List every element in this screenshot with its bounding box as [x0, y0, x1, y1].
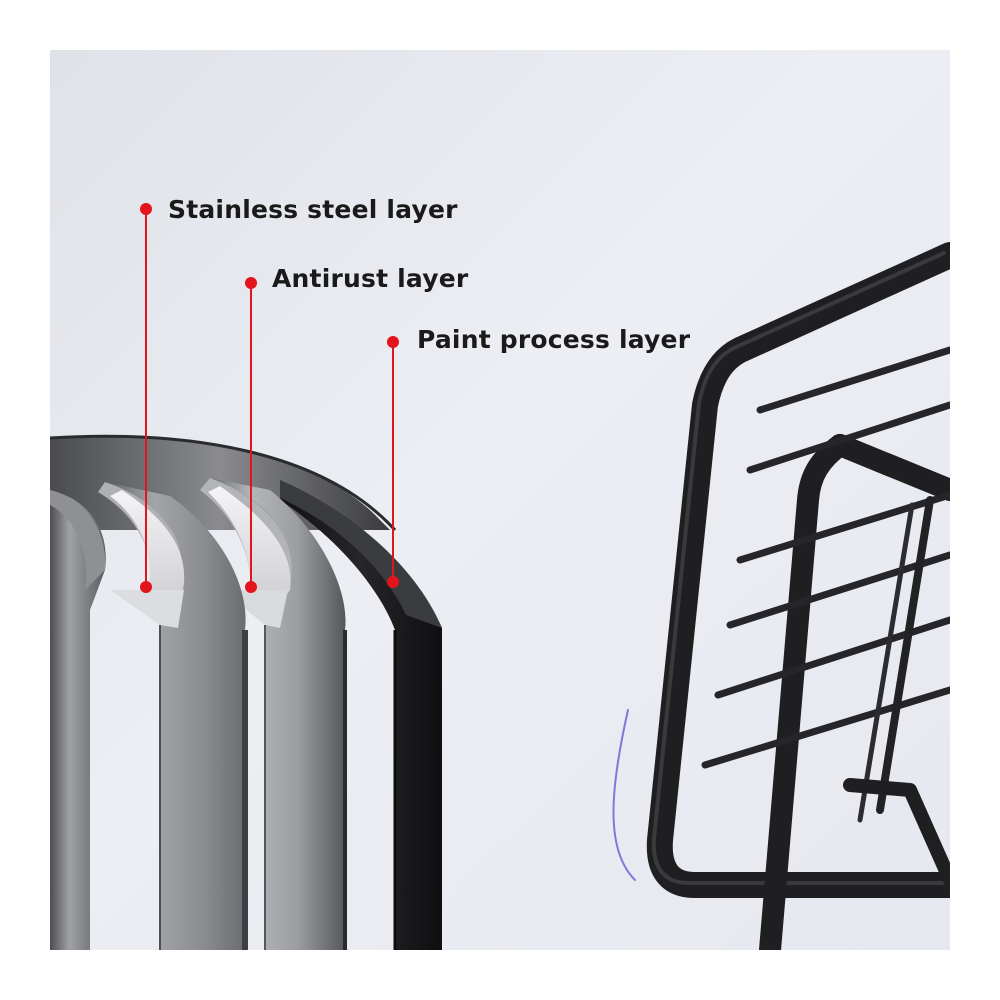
rack-frame: [612, 242, 950, 950]
stainless-steel-layer-label: Stainless steel layer: [168, 195, 458, 224]
antirust-layer-label: Antirust layer: [272, 264, 469, 293]
stainless-label-dot: [140, 203, 152, 215]
stainless-layer-dot: [140, 581, 152, 593]
illustration-panel: Stainless steel layer Antirust layer Pai…: [50, 50, 950, 950]
callouts: [140, 203, 399, 593]
paint-layer-dot: [387, 576, 399, 588]
antirust-layer-dot: [245, 581, 257, 593]
antirust-label-dot: [245, 277, 257, 289]
paint-label-dot: [387, 336, 399, 348]
cylinder-cross-section: [50, 434, 442, 950]
paint-process-layer-label: Paint process layer: [417, 325, 691, 354]
layer-cross-section-diagram: [50, 50, 950, 950]
